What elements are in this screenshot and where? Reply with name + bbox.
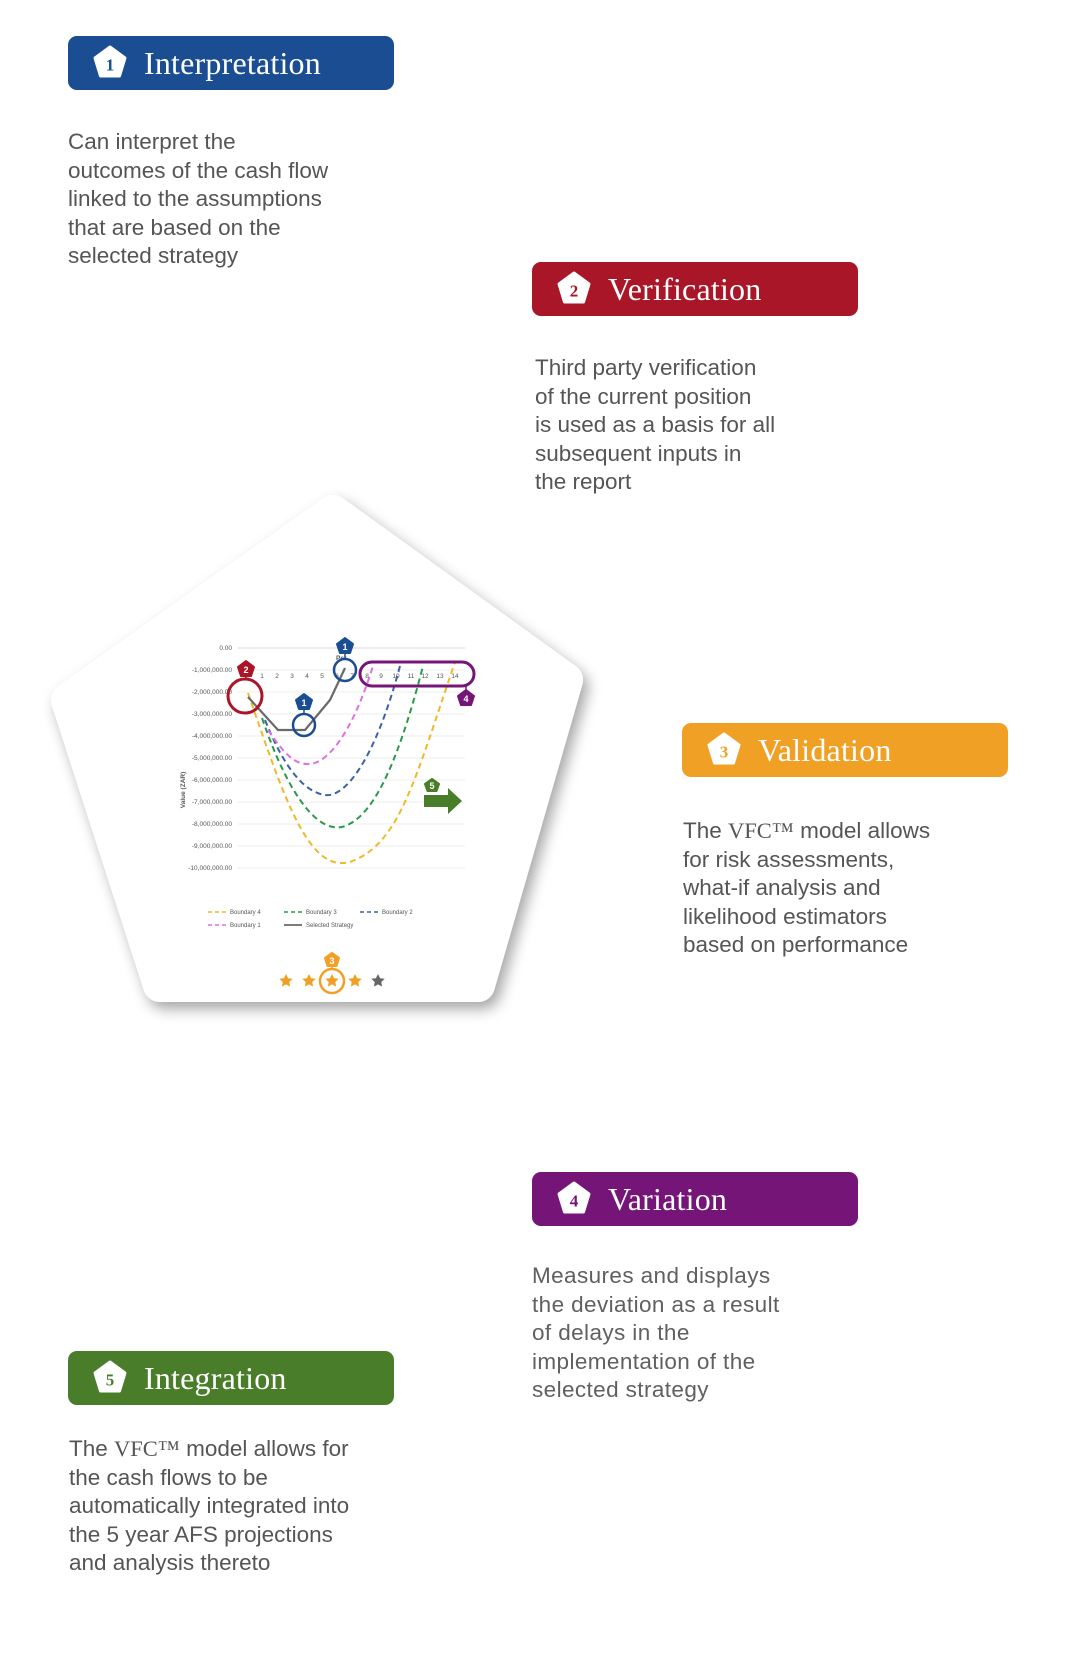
validation-header: 3 Validation: [682, 723, 1008, 777]
svg-text:5: 5: [429, 781, 434, 791]
y-tick-label: -8,000,000.00: [192, 821, 233, 828]
validation-description: The VFC™ model allows for risk assessmen…: [683, 818, 931, 957]
y-tick-label: -9,000,000.00: [192, 843, 233, 850]
y-tick-label: -5,000,000.00: [192, 755, 233, 762]
pentagon-badge-icon: 4: [557, 1181, 591, 1214]
integration-header: 5 Integration: [68, 1351, 394, 1405]
verification-description: Third party verification of the current …: [535, 355, 776, 494]
legend-boundary-4: Boundary 4: [230, 910, 261, 916]
pentagon-badge-icon: 2: [557, 271, 591, 304]
svg-text:1: 1: [301, 698, 306, 708]
x-tick-label: 11: [408, 673, 415, 680]
step-title: Variation: [608, 1180, 728, 1217]
pentagon-card: [51, 495, 583, 1002]
marker-1-low-icon: 1: [295, 693, 313, 714]
step-number: 2: [570, 282, 579, 301]
validation-highlight-circle: [318, 967, 346, 995]
pentagon-badge-icon: 5: [93, 1360, 127, 1393]
legend-selected-strategy: Selected Strategy: [306, 923, 353, 929]
interpretation-description: Can interpret the outcomes of the cash f…: [68, 129, 329, 268]
svg-text:1: 1: [342, 642, 347, 652]
legend-boundary-3: Boundary 3: [306, 910, 337, 916]
verification-header: 2 Verification: [532, 262, 858, 316]
step-title: Validation: [758, 731, 892, 768]
star-icon: [325, 974, 339, 987]
star-icon: [371, 974, 385, 987]
x-tick-label: 13: [436, 673, 444, 680]
marker-1-top-icon: 1: [336, 637, 354, 659]
svg-text:4: 4: [463, 694, 468, 704]
x-tick-label: 10: [392, 673, 400, 680]
legend-boundary-1: Boundary 1: [230, 923, 261, 929]
x-tick-label: 1: [260, 673, 264, 680]
chart-legend: Boundary 4 Boundary 3 Boundary 2 Boundar…: [208, 910, 413, 929]
x-tick-label: 5: [320, 673, 324, 680]
y-tick-label: -10,000,000.00: [188, 865, 232, 872]
star-icon: [348, 974, 362, 987]
pentagon-badge-icon: 3: [707, 732, 741, 765]
x-tick-label: 8: [365, 673, 369, 680]
boundary-4-line: [247, 661, 456, 864]
step-number: 4: [570, 1192, 579, 1211]
y-tick-label: -3,000,000.00: [192, 711, 233, 718]
marker-4-icon: 4: [457, 686, 475, 706]
step-title: Interpretation: [144, 44, 321, 81]
boundary-1-line: [267, 665, 374, 766]
boundary-3-line: [261, 665, 424, 829]
interpretation-highlight-circle-low: [291, 712, 317, 738]
variation-description: Measures and displays the deviation as a…: [532, 1263, 780, 1402]
step-title: Verification: [608, 270, 762, 307]
star-rating: [279, 974, 385, 987]
x-tick-labels: 1 2 3 4 5 6 7 8 9 10 11 12 13 14: [260, 673, 459, 680]
integration-arrow-icon: [424, 788, 462, 814]
chart-gridlines: [238, 669, 465, 869]
x-tick-label: 12: [421, 673, 429, 680]
boundary-2-line: [264, 665, 401, 797]
y-tick-label: -2,000,000.00: [192, 689, 233, 696]
x-tick-label: 6: [335, 673, 339, 680]
star-icon: [279, 974, 293, 987]
star-icon: [302, 974, 316, 987]
marker-5-icon: 5: [424, 778, 440, 792]
x-tick-label: 7: [350, 673, 354, 680]
selected-strategy-line: [247, 667, 346, 732]
marker-3-icon: 3: [324, 952, 340, 969]
legend-boundary-2: Boundary 2: [382, 910, 413, 916]
x-axis-label: Per: [336, 655, 347, 662]
y-tick-label: 0.00: [219, 645, 232, 652]
variation-header: 4 Variation: [532, 1172, 858, 1226]
y-tick-labels: 0.00 -1,000,000.00 -2,000,000.00 -3,000,…: [188, 645, 232, 872]
step-number: 3: [720, 743, 729, 762]
step-number: 1: [106, 56, 115, 75]
y-tick-label: -4,000,000.00: [192, 733, 233, 740]
x-tick-label: 4: [305, 673, 309, 680]
y-tick-label: -7,000,000.00: [192, 799, 233, 806]
pentagon-badge-icon: 1: [93, 45, 127, 78]
interpretation-highlight-circle-top: [332, 657, 358, 683]
variation-highlight-box: [358, 660, 476, 688]
svg-text:2: 2: [243, 665, 248, 675]
x-tick-label: 2: [275, 673, 279, 680]
integration-description: The VFC™ model allows for the cash flows…: [69, 1436, 350, 1575]
y-tick-label: -1,000,000.00: [192, 667, 233, 674]
marker-2-icon: 2: [237, 660, 255, 680]
svg-text:3: 3: [329, 956, 334, 966]
verification-highlight-circle: [226, 677, 264, 715]
x-tick-label: 14: [451, 673, 459, 680]
step-title: Integration: [144, 1359, 287, 1396]
x-tick-label: 9: [379, 673, 383, 680]
y-axis-label: Value (ZAR): [180, 772, 187, 808]
x-tick-label: 3: [290, 673, 294, 680]
y-tick-label: -6,000,000.00: [192, 777, 233, 784]
step-number: 5: [106, 1371, 115, 1390]
interpretation-header: 1 Interpretation: [68, 36, 394, 90]
